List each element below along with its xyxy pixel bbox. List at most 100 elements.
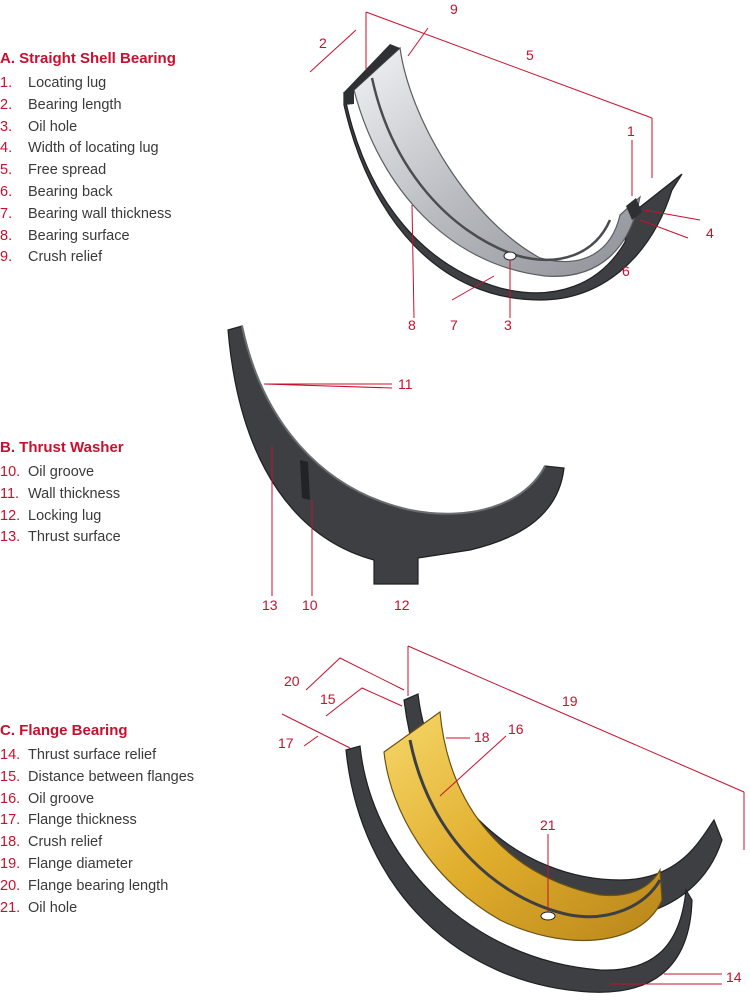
- leader-line: [303, 735, 319, 747]
- callout-11: 11: [398, 376, 413, 392]
- legend-number: 2.: [0, 96, 13, 113]
- legend-item: 9.Crush relief: [0, 247, 240, 269]
- legend-item: 11. Wall thickness: [0, 484, 240, 506]
- thrust-washer: 11 13 10 12: [227, 325, 565, 613]
- legend-straight-shell-bearing: A. Straight Shell Bearing 1. Locating lug…: [0, 50, 240, 269]
- legend-number: 13.: [0, 529, 21, 546]
- callout-18: 18: [474, 729, 490, 745]
- callout-16: 16: [508, 721, 524, 737]
- callout-17: 17: [278, 735, 294, 751]
- section-title-a: A. Straight Shell Bearing: [0, 50, 176, 67]
- callout-15: 15: [320, 691, 336, 707]
- straight-shell-bearing: 9 2 5 1 4 6 8 7 3: [309, 1, 714, 333]
- oil-hole-shape: [540, 911, 556, 921]
- legend-number: 9.: [0, 249, 13, 266]
- callout-19: 19: [562, 693, 578, 709]
- callout-12: 12: [394, 597, 410, 613]
- legend-number: 1.: [0, 75, 13, 91]
- oil-groove-shape: [300, 460, 310, 500]
- leader-line: [407, 645, 745, 793]
- callout-6: 6: [622, 263, 630, 279]
- bearing-back-shape: [343, 91, 683, 301]
- legend-item: 12. Locking lug: [0, 506, 240, 528]
- legend-item: 5.Free spread: [0, 160, 240, 182]
- legend-item: 13. Thrust surface: [0, 527, 240, 549]
- thrust-surface-edge: [241, 325, 546, 515]
- bearing-surface-shape: [353, 46, 641, 277]
- callout-2: 2: [319, 35, 327, 51]
- legend-number: 4.: [0, 140, 13, 157]
- legend-number: 21.: [0, 899, 21, 916]
- legend-item: 18. Crush relief: [0, 832, 240, 854]
- legend-label: Thrust surface relief: [28, 747, 157, 763]
- legend-item: 16. Oil groove: [0, 789, 240, 811]
- oil-hole-shape: [503, 251, 517, 261]
- legend-flange-bearing: C. Flange Bearing 14.Thrust surface reli…: [0, 722, 240, 919]
- legend-label: Oil hole: [28, 899, 78, 916]
- legend-number: 11.: [0, 485, 20, 502]
- leader-line: [439, 735, 507, 797]
- legend-label: Crush relief: [28, 834, 103, 851]
- bearing-surface-bronze: [383, 710, 663, 941]
- oil-groove-line: [408, 739, 662, 919]
- legend-label: Oil hole: [28, 118, 78, 135]
- legend-label: Bearing surface: [28, 227, 130, 244]
- callout-5: 5: [526, 47, 534, 63]
- legend-label: Free spread: [28, 162, 107, 179]
- leader-line: [451, 275, 495, 301]
- leader-line: [281, 713, 351, 749]
- leader-line: [305, 657, 405, 691]
- legend-item: 7. Bearing wall thickness: [0, 204, 240, 226]
- legend-number: 20.: [0, 877, 21, 894]
- legend-number: 8.: [0, 227, 13, 244]
- legend-label: Thrust surface: [28, 529, 121, 546]
- legend-list-c: 14. Thrust surface relief 15.Distance bet…: [0, 745, 240, 919]
- flange-bearing: 20 15 19 17 18 16 21 14: [278, 645, 745, 993]
- legend-label: Oil groove: [28, 790, 95, 807]
- callout-14: 14: [726, 969, 742, 985]
- legend-label: Bearing back: [28, 183, 113, 200]
- callout-8: 8: [408, 317, 416, 333]
- locating-lug-shape: [626, 198, 642, 220]
- legend-item: 17. Flange thickness: [0, 810, 240, 832]
- leader-line: [643, 209, 701, 221]
- legend-number: 14.: [0, 747, 21, 763]
- leader-line: [309, 29, 357, 73]
- legend-item: 2. Bearing length: [0, 95, 240, 117]
- legend-label: Bearing wall thickness: [28, 205, 172, 222]
- legend-label: Oil groove: [28, 464, 95, 480]
- legend-item: 20. Flange bearing length: [0, 876, 240, 898]
- legend-item: 10. Oil groove: [0, 462, 240, 484]
- legend-label: Wall thickness: [28, 485, 121, 502]
- legend-label: Distance between flanges: [28, 768, 195, 785]
- callout-4: 4: [706, 225, 714, 241]
- oil-groove-line: [370, 77, 612, 262]
- leader-line: [639, 219, 689, 239]
- leader-line: [407, 27, 429, 57]
- legend-label: Flange thickness: [28, 812, 137, 829]
- legend-number: 10.: [0, 464, 21, 480]
- legend-label: Locating lug: [28, 75, 107, 91]
- legend-number: 7.: [0, 205, 13, 222]
- callout-7: 7: [450, 317, 458, 333]
- legend-item: 15.Distance between flanges: [0, 767, 240, 789]
- front-flange-shape: [345, 745, 693, 993]
- legend-label: Flange bearing length: [28, 877, 169, 894]
- legend-number: 16.: [0, 790, 21, 807]
- legend-number: 12.: [0, 507, 21, 524]
- legend-item: 4.Width of locating lug: [0, 138, 240, 160]
- legend-item: 1. Locating lug: [0, 73, 240, 95]
- legend-label: Bearing length: [28, 96, 122, 113]
- legend-label: Flange diameter: [28, 855, 133, 872]
- callout-20: 20: [284, 673, 300, 689]
- callout-1: 1: [627, 123, 635, 139]
- legend-number: 18.: [0, 834, 21, 851]
- callout-9: 9: [450, 1, 458, 17]
- legend-number: 17.: [0, 812, 21, 829]
- legend-number: 3.: [0, 118, 13, 135]
- thrust-washer-shape: [227, 325, 565, 585]
- legend-label: Locking lug: [28, 507, 102, 524]
- legend-item: 6.Bearing back: [0, 182, 240, 204]
- legend-item: 21. Oil hole: [0, 898, 240, 920]
